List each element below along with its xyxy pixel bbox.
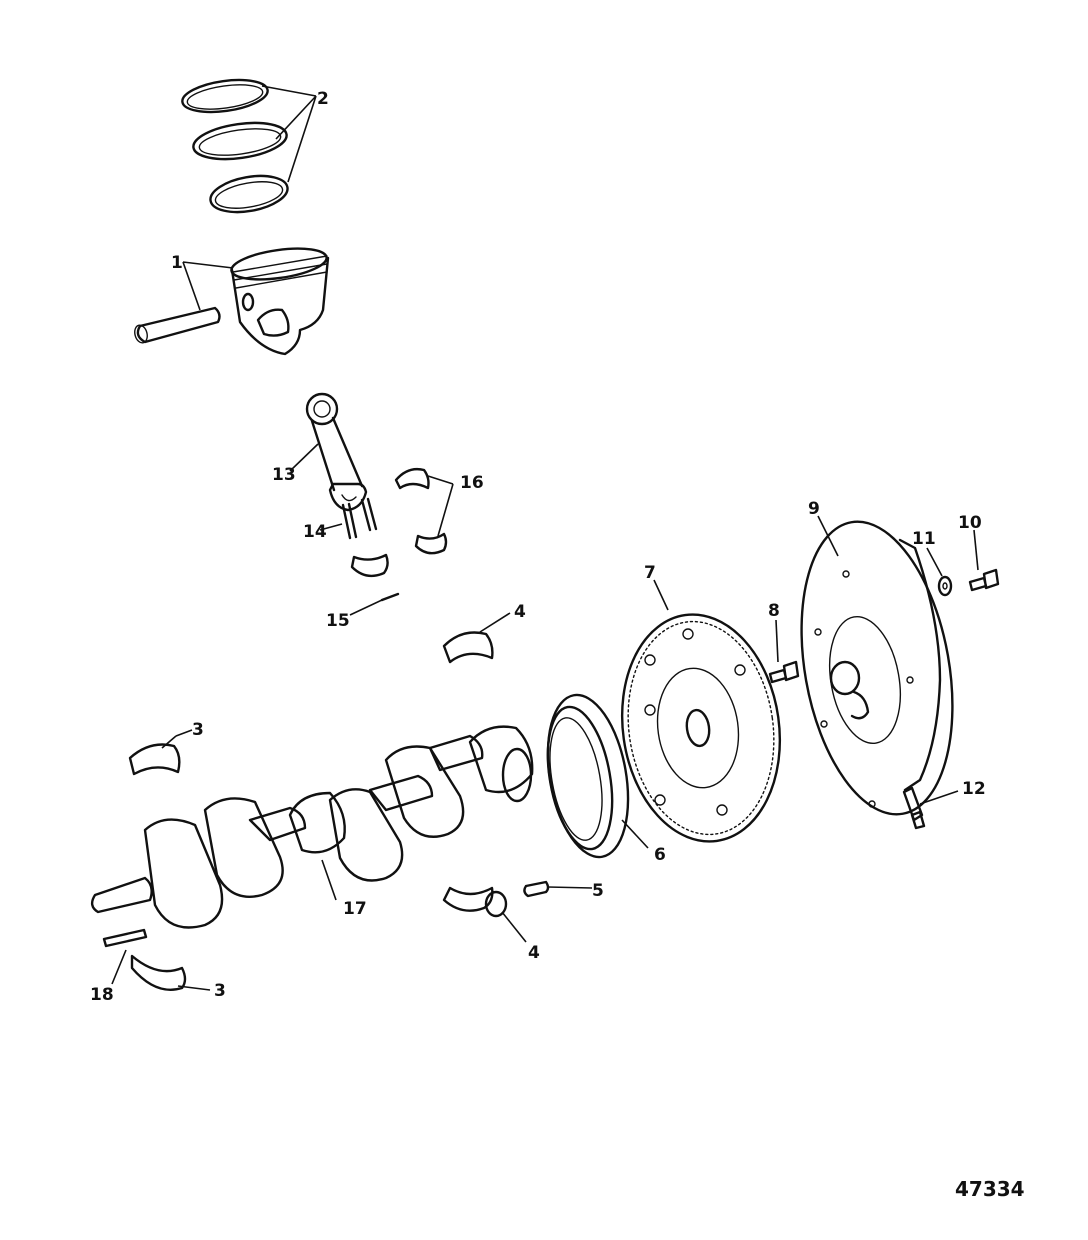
callout-8: 8 bbox=[768, 601, 780, 621]
callout-12: 12 bbox=[962, 779, 986, 799]
figure-number: 47334 bbox=[955, 1177, 1025, 1201]
upper-bearing-insert bbox=[128, 743, 181, 776]
callout-16: 16 bbox=[460, 473, 484, 493]
crankshaft bbox=[90, 725, 534, 929]
callout-5: 5 bbox=[592, 881, 604, 901]
callout-18: 18 bbox=[90, 985, 114, 1005]
piston bbox=[230, 247, 330, 356]
damper-bolt bbox=[968, 568, 1000, 592]
callout-labels: 2 1 13 14 16 15 4 3 17 5 4 6 7 8 9 11 10… bbox=[90, 89, 986, 1005]
callout-2: 2 bbox=[317, 89, 329, 109]
callout-14: 14 bbox=[303, 522, 327, 542]
piston-rings bbox=[181, 78, 289, 214]
callout-3-lower: 3 bbox=[214, 981, 226, 1001]
callout-4-lower: 4 bbox=[528, 943, 540, 963]
flexplate-bolt bbox=[768, 660, 800, 684]
leader-lines bbox=[111, 85, 979, 991]
callout-15: 15 bbox=[326, 611, 350, 631]
connecting-rod bbox=[305, 392, 368, 512]
crankshaft-key bbox=[102, 928, 148, 948]
lower-bearing-insert bbox=[130, 954, 187, 991]
pilot-pin bbox=[523, 880, 550, 898]
callout-11: 11 bbox=[912, 529, 936, 549]
callout-1: 1 bbox=[171, 253, 183, 273]
damper-plate bbox=[800, 520, 954, 816]
callout-17: 17 bbox=[343, 899, 367, 919]
callout-7: 7 bbox=[644, 563, 656, 583]
dowel-pin bbox=[380, 592, 400, 602]
rod-bolts bbox=[341, 497, 378, 540]
callout-4-upper: 4 bbox=[514, 602, 526, 622]
callout-3-upper: 3 bbox=[192, 720, 204, 740]
washer bbox=[937, 575, 953, 597]
piston-pin bbox=[134, 306, 221, 344]
callout-9: 9 bbox=[808, 499, 820, 519]
upper-main-bearing bbox=[442, 631, 494, 664]
lower-main-bearing bbox=[442, 886, 508, 918]
callout-13: 13 bbox=[272, 465, 296, 485]
callout-6: 6 bbox=[654, 845, 666, 865]
flexplate bbox=[620, 613, 782, 843]
rod-bearings bbox=[350, 467, 448, 578]
callout-10: 10 bbox=[958, 513, 982, 533]
drain-fitting bbox=[902, 786, 926, 830]
rear-main-seal bbox=[546, 693, 630, 859]
